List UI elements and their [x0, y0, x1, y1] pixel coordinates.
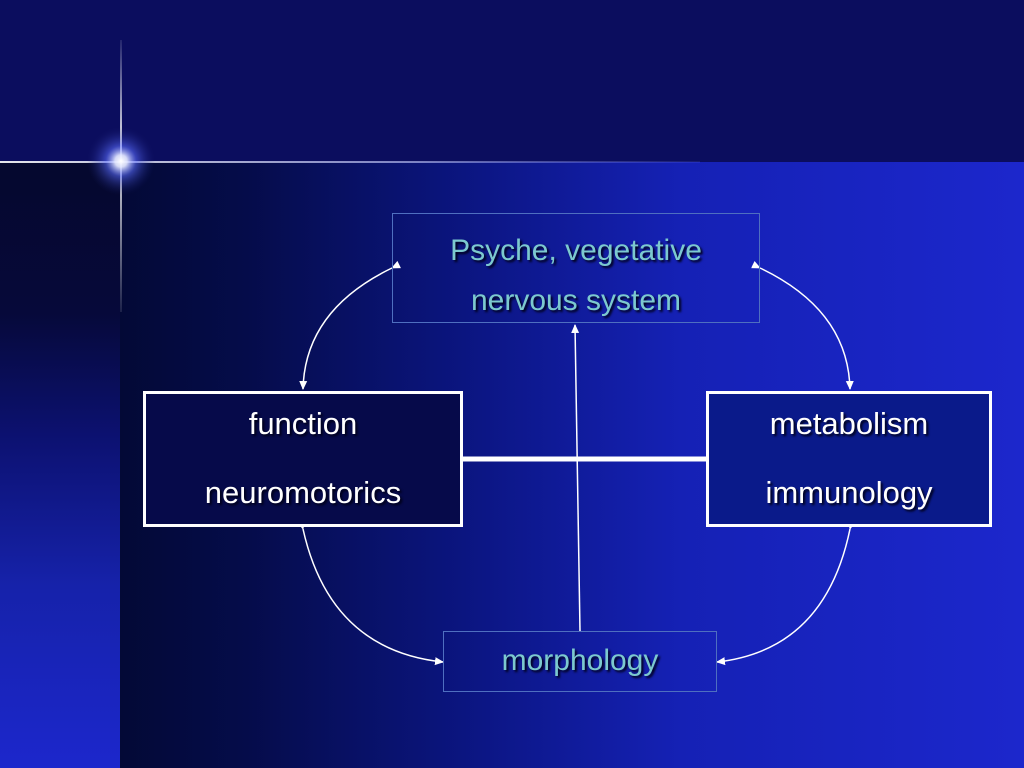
neuromotorics-label: neuromotorics	[204, 475, 402, 510]
header-band	[0, 0, 1024, 162]
left-panel	[0, 162, 120, 768]
psyche-label-line1: Psyche, vegetative	[450, 234, 702, 267]
psyche-label-line2: nervous system	[470, 284, 682, 317]
arrow-function-morphology	[297, 520, 444, 666]
morphology-box: morphology	[443, 631, 717, 692]
arrow-psyche-function	[299, 260, 401, 390]
metabolism-label: metabolism	[769, 406, 929, 441]
arrow-morphology-to-psyche	[571, 324, 581, 632]
arrow-psyche-metabolism	[751, 260, 854, 390]
immunology-label: immunology	[765, 475, 933, 510]
function-label: function	[248, 406, 358, 441]
psyche-box: Psyche, vegetative nervous system	[392, 213, 760, 323]
arrow-metabolism-morphology	[716, 520, 856, 666]
metabolism-box: metabolism immunology	[706, 391, 992, 527]
function-box: function neuromotorics	[143, 391, 463, 527]
morphology-label: morphology	[501, 644, 659, 677]
